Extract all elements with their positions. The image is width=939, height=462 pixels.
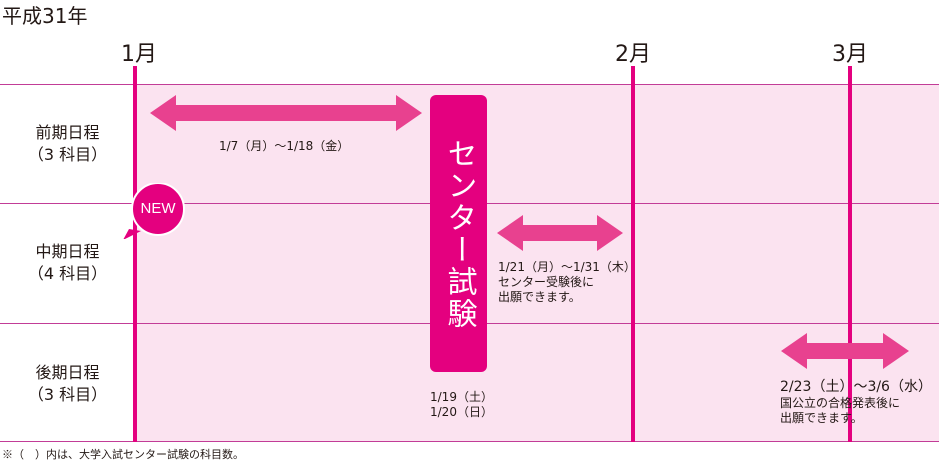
center-exam-block: センター試験	[430, 95, 487, 372]
period-kouki: 2/23（土）～3/6（水） 国公立の合格発表後に 出願できます。	[780, 378, 932, 426]
double-arrow-icon	[497, 215, 623, 251]
period-chuki: 1/21（月）～1/31（木） センター受験後に 出願できます。	[498, 260, 636, 305]
period-note-line: 国公立の合格発表後に	[780, 396, 901, 410]
month-line-jan	[133, 66, 137, 442]
center-exam-dates: 1/19（土） 1/20（日）	[430, 390, 493, 420]
period-range-chuki: 1/21（月）～1/31（木）	[498, 260, 636, 274]
schedule-band-fill	[135, 84, 939, 442]
row-subjects: （3 科目）	[27, 145, 108, 164]
month-label-jan: 1月	[121, 42, 157, 67]
month-label-feb: 2月	[615, 42, 651, 67]
rule-bottom	[0, 441, 939, 442]
month-line-feb	[631, 66, 635, 442]
period-note-line: センター受験後に	[498, 275, 595, 289]
month-label-mar: 3月	[832, 42, 868, 67]
period-note-line: 出願できます。	[780, 411, 863, 425]
new-badge: NEW	[123, 183, 193, 239]
row-subjects: （3 科目）	[27, 385, 108, 404]
row-subjects: （4 科目）	[27, 264, 108, 283]
row-label-chuki: 中期日程 （4 科目）	[0, 241, 135, 285]
double-arrow-icon	[781, 333, 909, 369]
badge-circle-icon	[123, 183, 185, 239]
center-exam-date: 1/19（土）	[430, 390, 493, 404]
row-name: 後期日程	[35, 363, 100, 382]
period-note-line: 出願できます。	[498, 290, 581, 304]
center-exam-date: 1/20（日）	[430, 405, 493, 419]
double-arrow-icon	[150, 95, 422, 131]
center-exam-label: センター試験	[441, 137, 477, 330]
period-range-kouki: 2/23（土）～3/6（水）	[780, 379, 932, 395]
badge-label: NEW	[140, 200, 176, 217]
row-name: 中期日程	[35, 242, 100, 261]
row-label-zenki: 前期日程 （3 科目）	[0, 122, 135, 166]
month-line-mar	[848, 66, 852, 442]
rule-top	[0, 84, 939, 85]
footnote: ※（ ）内は、大学入試センター試験の科目数。	[2, 448, 244, 461]
era-label: 平成31年	[2, 4, 88, 28]
period-range-zenki: 1/7（月）～1/18（金）	[219, 139, 350, 153]
row-name: 前期日程	[35, 123, 100, 142]
row-label-kouki: 後期日程 （3 科目）	[0, 362, 135, 406]
